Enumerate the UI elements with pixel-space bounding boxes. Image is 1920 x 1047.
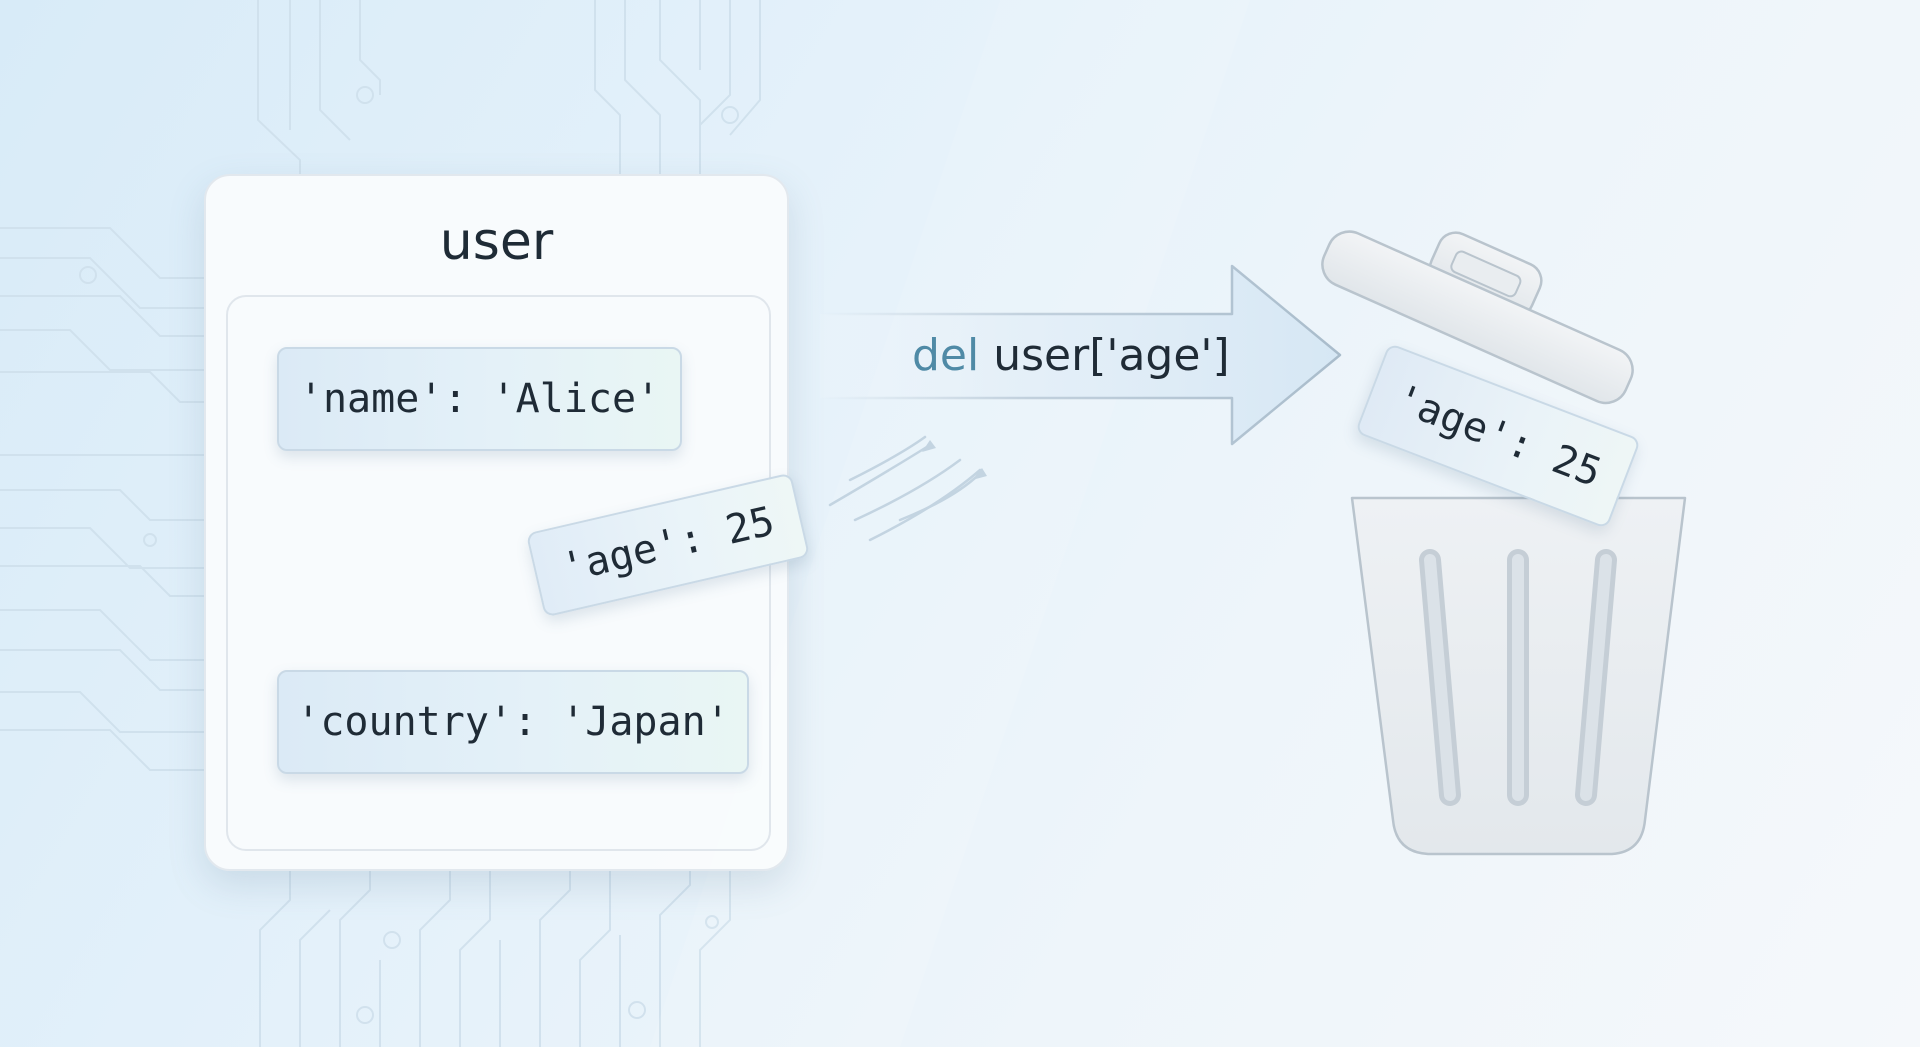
del-keyword: del bbox=[912, 330, 980, 381]
entry-country: 'country': 'Japan' bbox=[277, 670, 749, 774]
trash-lid bbox=[1321, 230, 1634, 405]
del-expression: user['age'] bbox=[993, 330, 1230, 381]
trash-can-icon bbox=[1321, 230, 1687, 856]
trash-body bbox=[1350, 496, 1687, 856]
dict-title: user bbox=[439, 212, 554, 272]
code-label: del user['age'] bbox=[912, 330, 1230, 381]
entry-name: 'name': 'Alice' bbox=[277, 347, 682, 451]
arrow-right bbox=[818, 264, 1342, 446]
